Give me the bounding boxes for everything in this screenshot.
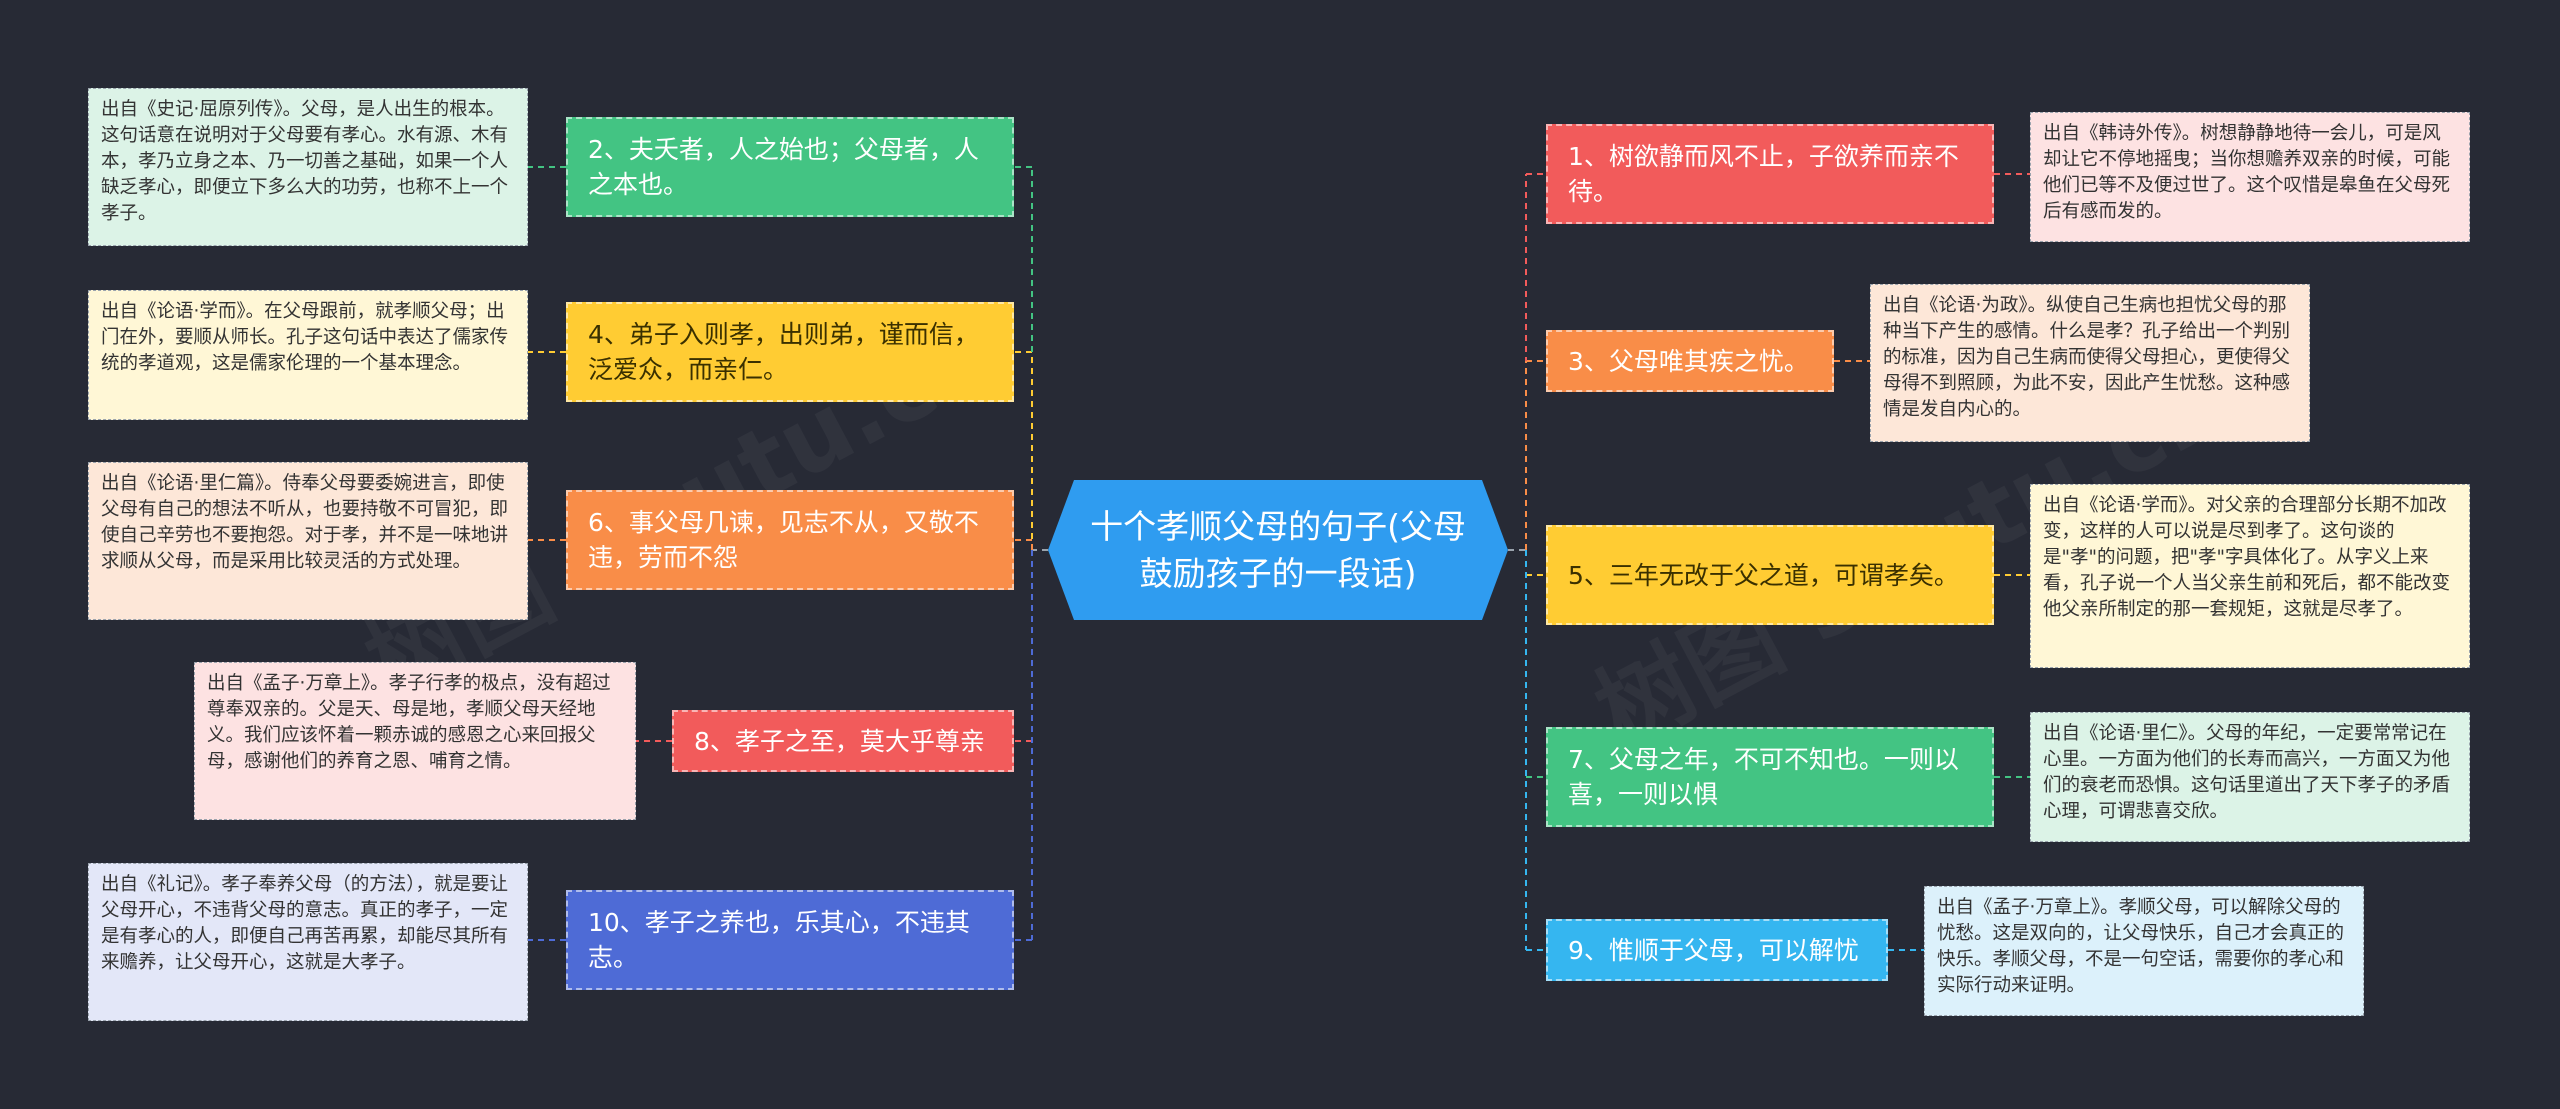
branch-node-label: 4、弟子入则孝，出则弟，谨而信，泛爱众，而亲仁。 bbox=[588, 320, 979, 384]
note-text: 出自《论语·为政》。纵使自己生病也担忧父母的那种当下产生的感情。什么是孝？孔子给… bbox=[1883, 295, 2291, 420]
note-card: 出自《论语·里仁》。父母的年纪，一定要常常记在心里。一方面为他们的长寿而高兴，一… bbox=[2030, 712, 2470, 842]
branch-node-label: 6、事父母几谏，见志不从，又敬不违，劳而不怨 bbox=[588, 508, 979, 572]
note-card: 出自《论语·里仁篇》。侍奉父母要委婉进言，即使父母有自己的想法不听从，也要持敬不… bbox=[88, 462, 528, 620]
central-topic-label: 十个孝顺父母的句子(父母鼓励孩子的一段话) bbox=[1090, 507, 1466, 593]
branch-node-label: 10、孝子之养也，乐其心，不违其志。 bbox=[588, 908, 970, 972]
note-card: 出自《孟子·万章上》。孝子行孝的极点，没有超过尊奉双亲的。父是天、母是地，孝顺父… bbox=[194, 662, 636, 820]
note-text: 出自《论语·里仁篇》。侍奉父母要委婉进言，即使父母有自己的想法不听从，也要持敬不… bbox=[101, 473, 509, 572]
note-text: 出自《论语·学而》。在父母跟前，就孝顺父母；出门在外，要顺从师长。孔子这句话中表… bbox=[101, 301, 509, 374]
branch-node-label: 2、夫夭者，人之始也；父母者，人之本也。 bbox=[588, 135, 979, 199]
note-text: 出自《礼记》。孝子奉养父母（的方法），就是要让父母开心，不违背父母的意志。真正的… bbox=[101, 874, 509, 973]
note-card: 出自《孟子·万章上》。孝顺父母，可以解除父母的忧愁。这是双向的，让父母快乐，自己… bbox=[1924, 886, 2364, 1016]
note-card: 出自《论语·为政》。纵使自己生病也担忧父母的那种当下产生的感情。什么是孝？孔子给… bbox=[1870, 284, 2310, 442]
branch-node-label: 1、树欲静而风不止，子欲养而亲不待。 bbox=[1568, 142, 1959, 206]
note-text: 出自《史记·屈原列传》。父母，是人出生的根本。这句话意在说明对于父母要有孝心。水… bbox=[101, 99, 509, 224]
branch-node-4[interactable]: 4、弟子入则孝，出则弟，谨而信，泛爱众，而亲仁。 bbox=[566, 302, 1014, 402]
branch-node-label: 7、父母之年，不可不知也。一则以喜，一则以惧 bbox=[1568, 745, 1959, 809]
note-card: 出自《礼记》。孝子奉养父母（的方法），就是要让父母开心，不违背父母的意志。真正的… bbox=[88, 863, 528, 1021]
branch-node-6[interactable]: 6、事父母几谏，见志不从，又敬不违，劳而不怨 bbox=[566, 490, 1014, 590]
branch-node-label: 3、父母唯其疾之忧。 bbox=[1568, 346, 1809, 376]
branch-node-5[interactable]: 5、三年无改于父之道，可谓孝矣。 bbox=[1546, 525, 1994, 625]
note-text: 出自《孟子·万章上》。孝顺父母，可以解除父母的忧愁。这是双向的，让父母快乐，自己… bbox=[1937, 897, 2345, 996]
note-text: 出自《论语·学而》。对父亲的合理部分长期不加改变，这样的人可以说是尽到孝了。这句… bbox=[2043, 495, 2451, 620]
branch-node-label: 8、孝子之至，莫大乎尊亲 bbox=[694, 726, 985, 756]
branch-node-label: 9、惟顺于父母，可以解忧 bbox=[1568, 935, 1859, 965]
branch-node-8[interactable]: 8、孝子之至，莫大乎尊亲 bbox=[672, 710, 1014, 772]
branch-node-2[interactable]: 2、夫夭者，人之始也；父母者，人之本也。 bbox=[566, 117, 1014, 217]
note-text: 出自《孟子·万章上》。孝子行孝的极点，没有超过尊奉双亲的。父是天、母是地，孝顺父… bbox=[207, 673, 611, 772]
branch-node-3[interactable]: 3、父母唯其疾之忧。 bbox=[1546, 330, 1834, 392]
note-card: 出自《论语·学而》。在父母跟前，就孝顺父母；出门在外，要顺从师长。孔子这句话中表… bbox=[88, 290, 528, 420]
branch-node-10[interactable]: 10、孝子之养也，乐其心，不违其志。 bbox=[566, 890, 1014, 990]
note-card: 出自《史记·屈原列传》。父母，是人出生的根本。这句话意在说明对于父母要有孝心。水… bbox=[88, 88, 528, 246]
note-card: 出自《韩诗外传》。树想静静地待一会儿，可是风却让它不停地摇曳；当你想赡养双亲的时… bbox=[2030, 112, 2470, 242]
branch-node-1[interactable]: 1、树欲静而风不止，子欲养而亲不待。 bbox=[1546, 124, 1994, 224]
branch-node-9[interactable]: 9、惟顺于父母，可以解忧 bbox=[1546, 919, 1888, 981]
note-card: 出自《论语·学而》。对父亲的合理部分长期不加改变，这样的人可以说是尽到孝了。这句… bbox=[2030, 484, 2470, 668]
note-text: 出自《韩诗外传》。树想静静地待一会儿，可是风却让它不停地摇曳；当你想赡养双亲的时… bbox=[2043, 123, 2451, 222]
branch-node-label: 5、三年无改于父之道，可谓孝矣。 bbox=[1568, 560, 1959, 590]
central-topic[interactable]: 十个孝顺父母的句子(父母鼓励孩子的一段话) bbox=[1048, 480, 1508, 620]
note-text: 出自《论语·里仁》。父母的年纪，一定要常常记在心里。一方面为他们的长寿而高兴，一… bbox=[2043, 723, 2451, 822]
branch-node-7[interactable]: 7、父母之年，不可不知也。一则以喜，一则以惧 bbox=[1546, 727, 1994, 827]
